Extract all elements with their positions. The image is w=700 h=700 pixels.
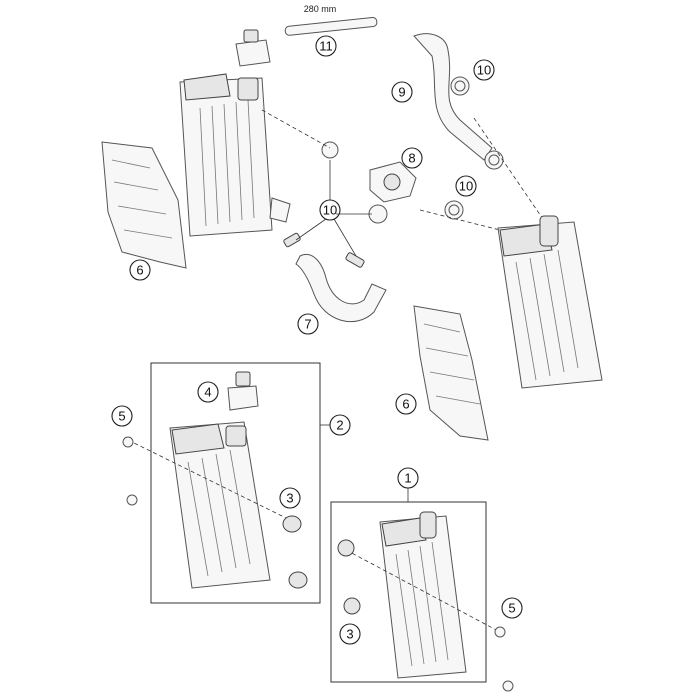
svg-text:7: 7 (304, 317, 311, 332)
screw-right-2 (502, 680, 514, 692)
grommet-upper (282, 515, 302, 533)
svg-text:10: 10 (477, 63, 491, 78)
svg-text:10: 10 (323, 203, 337, 218)
hose-clamp-1 (450, 76, 470, 96)
callout-6-b: 6 (395, 393, 417, 415)
callout-8: 8 (401, 147, 423, 169)
callout-6-a: 6 (129, 259, 151, 281)
svg-text:9: 9 (398, 85, 405, 100)
radiator-upper-right (497, 215, 603, 389)
callout-9: 9 (391, 81, 413, 103)
hose-clamp-2 (484, 150, 504, 170)
hose-clamp-3 (444, 200, 464, 220)
callout-3-b: 3 (339, 623, 361, 645)
radiator-lower-right (379, 511, 467, 679)
radiator-shroud-left (101, 141, 187, 269)
callout-5-b: 5 (501, 597, 523, 619)
svg-text:2: 2 (336, 418, 343, 433)
radiator-cap (235, 29, 271, 67)
svg-text:11: 11 (319, 39, 333, 54)
callout-11: 11 (315, 35, 337, 57)
screw-right (494, 626, 506, 638)
assembly-box-left (150, 362, 321, 604)
hose-lower (283, 232, 387, 323)
radiator-upper-left (179, 73, 291, 237)
callout-3-a: 3 (279, 487, 301, 509)
callout-10-b: 10 (455, 175, 477, 197)
callout-4: 4 (197, 381, 219, 403)
callout-10-a: 10 (473, 59, 495, 81)
callout-7: 7 (297, 313, 319, 335)
thermostat-housing (369, 161, 417, 203)
svg-text:10: 10 (459, 179, 473, 194)
svg-text:3: 3 (346, 627, 353, 642)
callout-10-c: 10 (319, 199, 341, 221)
assembly-box-right (330, 501, 487, 683)
svg-text:4: 4 (204, 385, 211, 400)
radiator-shroud-right (413, 305, 489, 441)
svg-text:3: 3 (286, 491, 293, 506)
svg-text:6: 6 (136, 263, 143, 278)
svg-text:5: 5 (508, 601, 515, 616)
callout-1: 1 (397, 467, 419, 489)
screw-left-2 (126, 494, 138, 506)
radiator-lower-left (169, 421, 271, 589)
callout-2: 2 (329, 414, 351, 436)
callout-5-a: 5 (111, 405, 133, 427)
hose-upper (413, 33, 493, 161)
grommet-lower (288, 571, 308, 589)
filler-cap (227, 371, 259, 411)
svg-text:8: 8 (408, 151, 415, 166)
svg-text:6: 6 (402, 397, 409, 412)
grommet-right-lower (343, 597, 361, 615)
hose-length-label: 280 mm (304, 4, 337, 14)
svg-text:5: 5 (118, 409, 125, 424)
grommet-right-upper (337, 539, 355, 557)
hose-280mm: 280 mm (284, 4, 378, 36)
screw-left (122, 436, 134, 448)
svg-text:1: 1 (404, 471, 411, 486)
